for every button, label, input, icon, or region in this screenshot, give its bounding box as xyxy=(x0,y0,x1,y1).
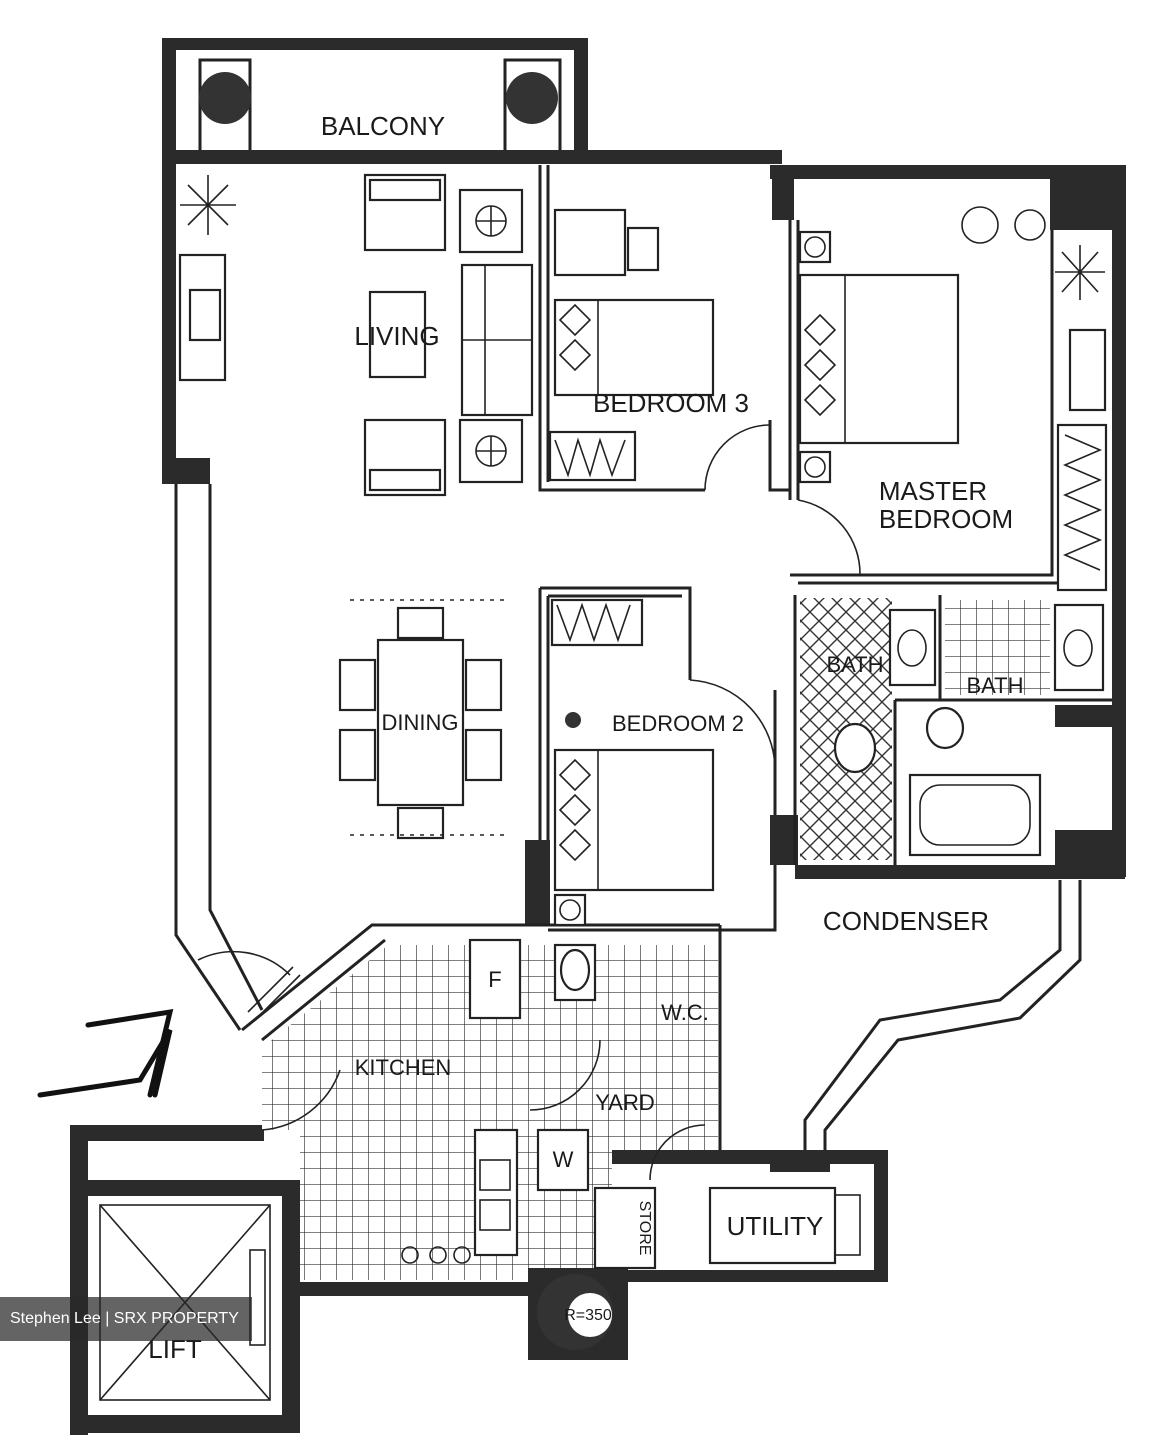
wc-label: W.C. xyxy=(661,1000,709,1025)
entrance-arrow-icon xyxy=(37,1008,174,1098)
master-bedroom-label-line1: MASTER xyxy=(879,476,987,506)
bath1-label: BATH xyxy=(826,652,883,677)
fridge-label: F xyxy=(488,967,501,992)
plant-icon xyxy=(180,175,236,235)
bedroom3-furniture xyxy=(548,208,771,491)
living-label: LIVING xyxy=(354,321,439,351)
living-furniture xyxy=(178,173,534,497)
interior-walls xyxy=(241,165,1115,1150)
bath-fixtures xyxy=(833,603,1105,857)
bedroom2-label: BEDROOM 2 xyxy=(612,711,744,736)
planter-right xyxy=(506,72,558,124)
master-bedroom-furniture xyxy=(797,206,1108,592)
watermark-badge: Stephen Lee | SRX PROPERTY xyxy=(0,1297,252,1341)
kitchen-label: KITCHEN xyxy=(355,1055,452,1080)
condenser-label: CONDENSER xyxy=(823,906,989,936)
washer-label: W xyxy=(553,1147,574,1172)
kitchen-fixtures xyxy=(197,938,861,1270)
yard-label: YARD xyxy=(595,1090,655,1115)
balcony-label: BALCONY xyxy=(321,111,445,141)
bath2-label: BATH xyxy=(966,673,1023,698)
lamp-icons xyxy=(475,205,507,467)
dining-label: DINING xyxy=(382,710,459,735)
store-label: STORE xyxy=(636,1201,653,1256)
utility-label: UTILITY xyxy=(727,1211,824,1241)
bedroom3-label: BEDROOM 3 xyxy=(593,388,749,418)
master-bedroom-label-line2: BEDROOM xyxy=(879,504,1013,534)
dining-set xyxy=(338,599,510,840)
planter-left xyxy=(199,72,251,124)
structural-column xyxy=(537,1274,613,1350)
bedroom2-furniture xyxy=(550,598,776,927)
column-label: R=350 xyxy=(564,1307,612,1324)
